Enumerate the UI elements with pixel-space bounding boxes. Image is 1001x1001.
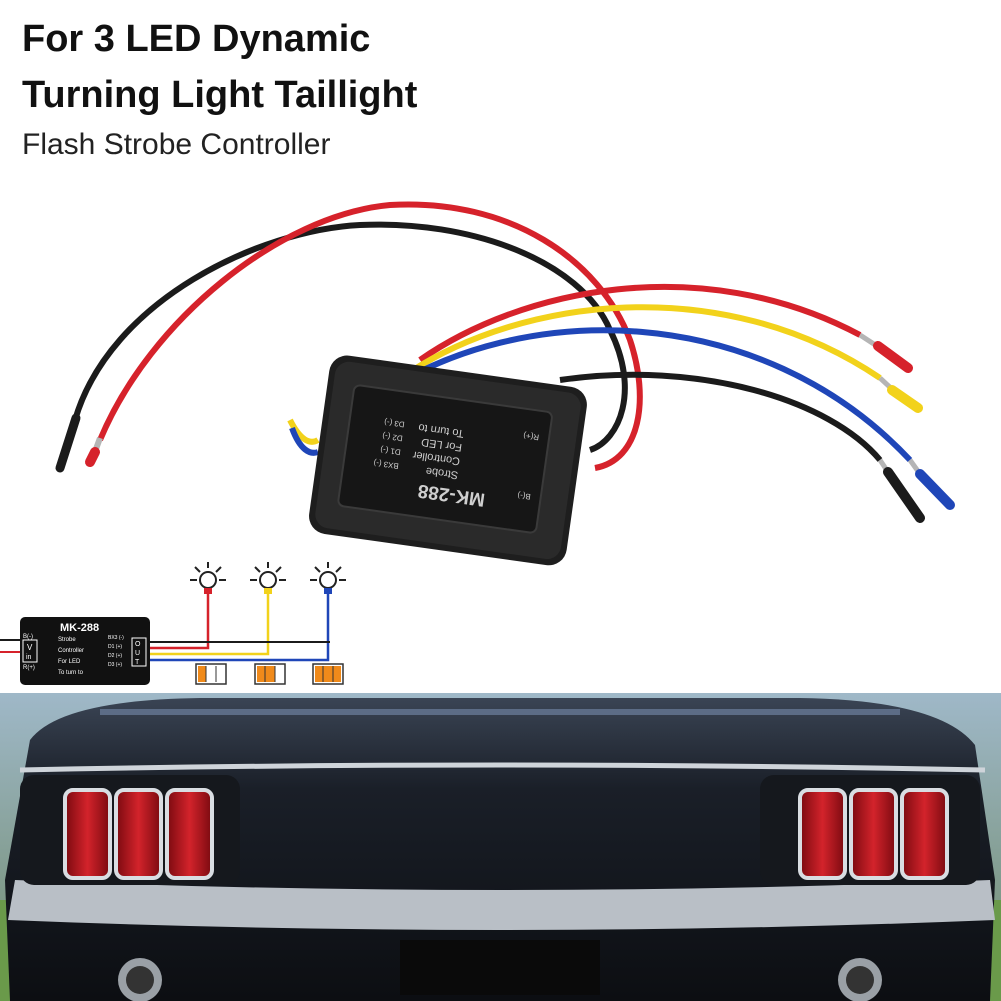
sequence-step-1 xyxy=(195,663,227,685)
diagram-line-2: Controller xyxy=(58,648,84,654)
device-vin-bottom: R(+) xyxy=(522,431,539,442)
black-wire-left xyxy=(72,221,628,453)
device-pin-bx3: BX3 (-) xyxy=(373,458,400,470)
diagram-pin-d3: D3 (+) xyxy=(108,662,122,668)
diagram-vin-top: B(-) xyxy=(23,634,33,640)
product-title-line-1: For 3 LED Dynamic xyxy=(22,18,371,60)
red-wire-left xyxy=(97,201,643,471)
device-pin-d3: D3 (-) xyxy=(383,417,405,429)
diagram-out-t: T xyxy=(135,659,140,666)
diagram-out-u: U xyxy=(135,650,140,657)
black-wire-tip-left xyxy=(55,413,81,473)
product-subtitle: Flash Strobe Controller xyxy=(22,128,331,161)
diagram-vin-bottom: R(+) xyxy=(23,665,35,671)
diagram-module: MK-288 B(-) V in R(+) Strobe Controller … xyxy=(20,617,150,685)
device-vin-top: B(-) xyxy=(517,490,532,501)
device-line-2: For LED xyxy=(420,436,462,454)
red-wire-right xyxy=(418,283,862,363)
diagram-line-3: For LED xyxy=(58,659,81,665)
diagram-pin-bx3: BX3 (-) xyxy=(108,635,124,641)
sequence-step-2 xyxy=(254,663,286,685)
diagram-line-4: To turn to xyxy=(58,670,84,676)
diagram-model-label: MK-288 xyxy=(60,622,99,634)
diagram-vin-in: in xyxy=(26,654,32,661)
product-title-line-2: Turning Light Taillight xyxy=(22,74,418,116)
diagram-out-o: O xyxy=(135,641,141,648)
black-wire-right xyxy=(559,371,883,462)
device-pin-d1: D1 (-) xyxy=(379,445,401,457)
diagram-line-1: Strobe xyxy=(58,637,76,643)
diagram-vin-v: V xyxy=(27,643,33,652)
blue-wire-right xyxy=(378,327,913,463)
yellow-wire-right xyxy=(408,304,882,381)
led-icon-1 xyxy=(190,562,226,594)
sequence-step-3 xyxy=(312,663,344,685)
diagram-pin-d1: D1 (+) xyxy=(108,644,122,650)
controller-photo: MK-288 Strobe Controller For LED To turn… xyxy=(55,201,955,566)
device-line-4: Strobe xyxy=(425,465,459,481)
diagram-pin-d2: D2 (+) xyxy=(108,653,122,659)
taillight-right-group xyxy=(798,788,949,880)
led-icon-3 xyxy=(310,562,346,594)
device-pin-d2: D2 (-) xyxy=(381,431,403,443)
controller-box: MK-288 Strobe Controller For LED To turn… xyxy=(309,355,587,566)
led-icon-2 xyxy=(250,562,286,594)
taillight-left-group xyxy=(63,788,214,880)
